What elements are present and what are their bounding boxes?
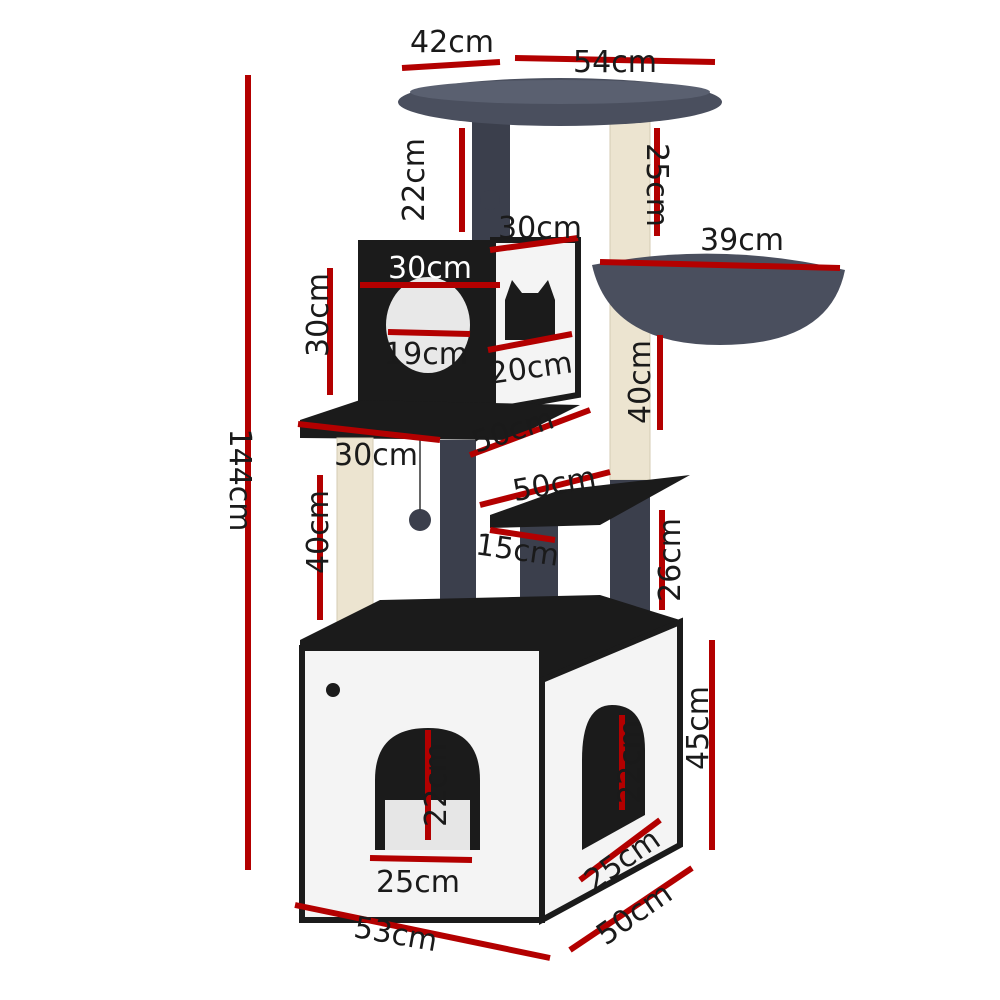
base-depth-line [568, 865, 694, 953]
top-plush-post [472, 115, 510, 245]
top-bed-width-label: 54cm [573, 45, 657, 80]
side-door-height-label: 22cm [613, 720, 648, 804]
platform-depth-line [297, 421, 441, 443]
left-post-label: 40cm [301, 490, 336, 574]
hanging-ball-top [480, 190, 500, 210]
left-sisal-post [336, 437, 374, 639]
condo-width-label: 30cm [388, 251, 472, 286]
step-platform [490, 475, 690, 528]
top-post-label: 22cm [397, 138, 432, 222]
door-knob[interactable] [326, 683, 340, 697]
front-door-width-line [369, 855, 473, 863]
top-bed-cushion [410, 80, 710, 104]
dimension-lines [245, 55, 841, 961]
dimension-labels: 144cm 42cm 54cm 22cm 25cm 39cm 30cm 30cm… [222, 25, 784, 959]
basket-label: 39cm [700, 223, 784, 258]
condo-top-depth-label: 30cm [498, 211, 582, 246]
basket-line [599, 259, 841, 271]
hanging-ball-middle [409, 509, 431, 531]
top-bed-width-line [514, 55, 716, 65]
side-door-width-line [578, 817, 662, 883]
right-lower-post-label: 26cm [653, 518, 688, 602]
condo-front-hole [386, 277, 470, 373]
front-door-height-label: 22cm [419, 743, 454, 827]
right-middle-post-label: 40cm [623, 340, 658, 424]
total-height-label: 144cm [222, 429, 257, 532]
side-door-opening [582, 705, 645, 850]
cat-face-hole [505, 280, 555, 340]
step-depth-line [489, 527, 556, 543]
condo-height-label: 30cm [301, 273, 336, 357]
top-bed-depth-label: 42cm [410, 25, 494, 60]
base-width-line [294, 902, 551, 961]
condo-top-depth-line [489, 235, 579, 253]
top-bed-depth-line [401, 59, 501, 71]
condo-side-hole-line [487, 331, 573, 353]
middle-plush-post [440, 440, 476, 600]
step-width-line [479, 469, 611, 508]
platform-width-line [468, 407, 592, 458]
cat-tree-illustration [299, 78, 845, 926]
right-upper-post-label: 25cm [639, 143, 674, 227]
hanging-basket [592, 253, 845, 345]
base-height-label: 45cm [681, 686, 716, 770]
platform-depth-label: 30cm [334, 438, 418, 473]
condo-hole-label: 19cm [384, 337, 468, 372]
front-door-width-label: 25cm [376, 865, 460, 900]
condo-hole-line [387, 329, 471, 337]
